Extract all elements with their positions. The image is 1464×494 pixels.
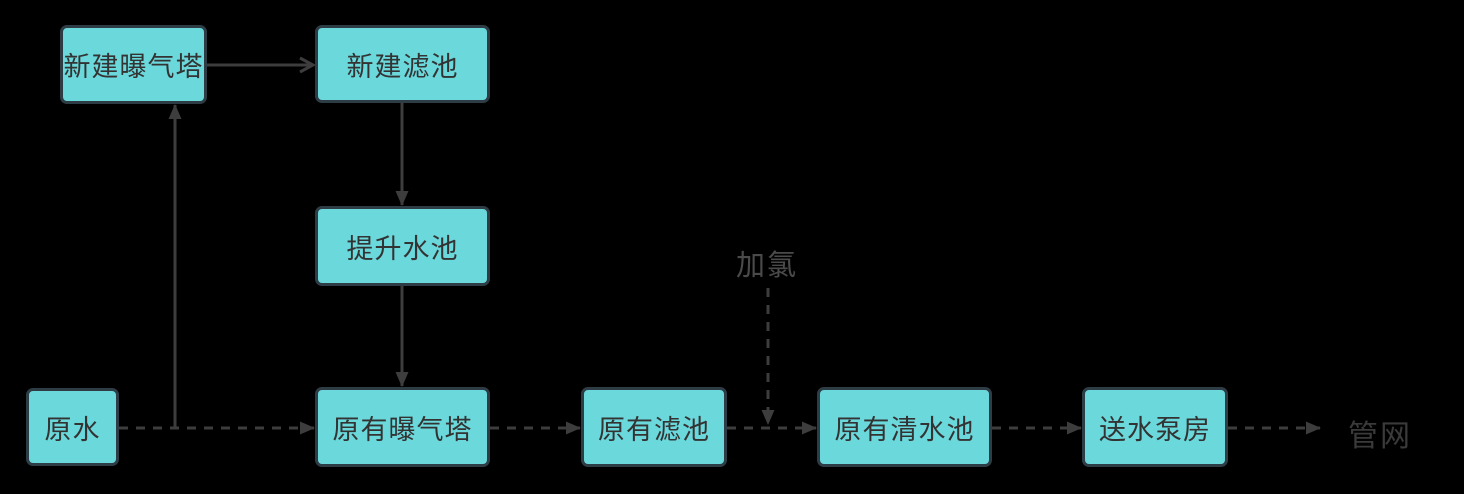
- node-raw-water: 原水: [26, 388, 119, 466]
- node-label: 提升水池: [346, 233, 459, 265]
- node-new-aeration-tower: 新建曝气塔: [60, 25, 207, 104]
- node-lift-pool: 提升水池: [315, 206, 490, 286]
- label-chlorination: 加氯: [736, 248, 799, 282]
- node-pump-house: 送水泵房: [1082, 387, 1228, 467]
- node-label: 原有曝气塔: [332, 414, 473, 446]
- label-pipe-network: 管网: [1348, 419, 1412, 454]
- node-label: 原水: [44, 414, 101, 446]
- node-old-clear-pool: 原有清水池: [817, 387, 992, 467]
- node-new-filter-pool: 新建滤池: [315, 25, 490, 103]
- node-label: 新建曝气塔: [63, 52, 204, 83]
- node-old-filter-pool: 原有滤池: [581, 387, 727, 467]
- node-label: 送水泵房: [1099, 414, 1211, 446]
- node-old-aeration-tower: 原有曝气塔: [315, 387, 490, 467]
- node-label: 新建滤池: [346, 51, 459, 83]
- node-label: 原有滤池: [598, 414, 710, 446]
- node-label: 原有清水池: [834, 414, 975, 446]
